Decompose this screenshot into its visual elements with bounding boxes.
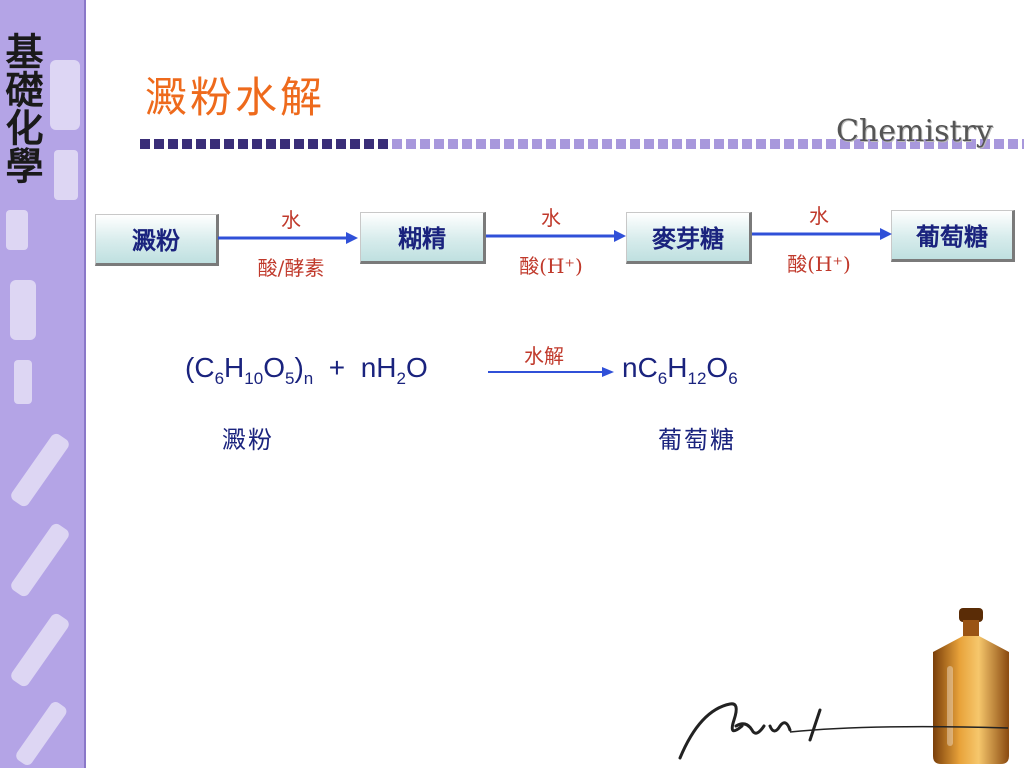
- sidebar-edge: [86, 0, 92, 768]
- divider-dot: [546, 139, 556, 149]
- amber-reagent-bottle-icon: [933, 608, 1009, 764]
- divider-dot: [812, 139, 822, 149]
- divider-dot: [168, 139, 178, 149]
- divider-dot: [616, 139, 626, 149]
- divider-dot: [238, 139, 248, 149]
- divider-dot: [784, 139, 794, 149]
- divider-dot: [420, 139, 430, 149]
- divider-dot: [700, 139, 710, 149]
- divider-dot: [364, 139, 374, 149]
- step-3-top-label: 水: [809, 204, 829, 228]
- divider-dot: [924, 139, 934, 149]
- equation-left-name: 澱粉: [222, 426, 274, 454]
- divider-dot: [210, 139, 220, 149]
- flow-box-starch: 澱粉: [95, 214, 219, 266]
- flow-arrow-1: [218, 232, 358, 244]
- divider-dot: [728, 139, 738, 149]
- divider-dot: [392, 139, 402, 149]
- divider-dot: [574, 139, 584, 149]
- divider-dot: [490, 139, 500, 149]
- divider-dot: [742, 139, 752, 149]
- divider-dot: [826, 139, 836, 149]
- divider-dot: [336, 139, 346, 149]
- divider-dot: [1022, 139, 1024, 149]
- divider-dot: [196, 139, 206, 149]
- divider-dot: [868, 139, 878, 149]
- flow-arrow-3: [752, 228, 892, 240]
- divider-dot: [406, 139, 416, 149]
- divider-dot: [966, 139, 976, 149]
- divider-dot: [840, 139, 850, 149]
- step-2-top-label: 水: [541, 206, 561, 230]
- divider-dot: [980, 139, 990, 149]
- divider-dot: [448, 139, 458, 149]
- flow-box-glucose: 葡萄糖: [891, 210, 1015, 262]
- divider-dot: [294, 139, 304, 149]
- sidebar-bottle-pattern: [6, 60, 80, 765]
- divider-dot: [658, 139, 668, 149]
- divider-dot: [504, 139, 514, 149]
- divider-dot: [714, 139, 724, 149]
- divider-dot: [854, 139, 864, 149]
- equation-arrow: [488, 367, 614, 377]
- divider-dot: [252, 139, 262, 149]
- divider-dot: [938, 139, 948, 149]
- divider-dot: [602, 139, 612, 149]
- divider-dot: [770, 139, 780, 149]
- divider-dot: [672, 139, 682, 149]
- divider-dot: [140, 139, 150, 149]
- divider-dot: [434, 139, 444, 149]
- divider-dot: [350, 139, 360, 149]
- divider-dot: [518, 139, 528, 149]
- divider-dot: [182, 139, 192, 149]
- divider-dot: [994, 139, 1004, 149]
- divider-dot: [644, 139, 654, 149]
- title-divider: [140, 139, 1024, 149]
- divider-dot: [952, 139, 962, 149]
- divider-dot: [154, 139, 164, 149]
- divider-dot: [462, 139, 472, 149]
- divider-dot: [476, 139, 486, 149]
- equation-plus: +: [328, 352, 346, 383]
- step-3-bottom-label: 酸(H⁺): [787, 252, 851, 276]
- equation-left: (C6H10O5)n + nH2O: [185, 352, 428, 388]
- divider-dot: [532, 139, 542, 149]
- divider-dot: [756, 139, 766, 149]
- equation-arrow-label: 水解: [524, 344, 564, 368]
- divider-dot: [308, 139, 318, 149]
- divider-dot: [224, 139, 234, 149]
- divider-dot: [560, 139, 570, 149]
- equation-water: nH2O: [360, 352, 428, 388]
- divider-dot: [588, 139, 598, 149]
- divider-dot: [266, 139, 276, 149]
- divider-dot: [910, 139, 920, 149]
- page-title: 澱粉水解: [145, 73, 326, 122]
- divider-dot: [378, 139, 388, 149]
- step-1-top-label: 水: [281, 208, 301, 232]
- step-1-bottom-label: 酸/酵素: [257, 256, 325, 280]
- subject-label: Chemistry: [836, 114, 993, 149]
- sidebar: 基礎化學: [0, 0, 90, 768]
- divider-dot: [686, 139, 696, 149]
- equation-right: nC6H12O6: [622, 352, 738, 388]
- divider-dot: [630, 139, 640, 149]
- flow-box-maltose: 麥芽糖: [626, 212, 752, 264]
- divider-dot: [896, 139, 906, 149]
- divider-dot: [1008, 139, 1018, 149]
- flow-arrow-2: [486, 230, 626, 242]
- divider-dot: [882, 139, 892, 149]
- step-2-bottom-label: 酸(H⁺): [519, 254, 583, 278]
- divider-dot: [322, 139, 332, 149]
- divider-dot: [798, 139, 808, 149]
- flow-box-dextrin: 糊精: [360, 212, 486, 264]
- sidebar-title: 基礎化學: [0, 32, 43, 184]
- divider-dot: [280, 139, 290, 149]
- signature-logo: [678, 702, 1009, 760]
- equation-right-name: 葡萄糖: [658, 426, 736, 454]
